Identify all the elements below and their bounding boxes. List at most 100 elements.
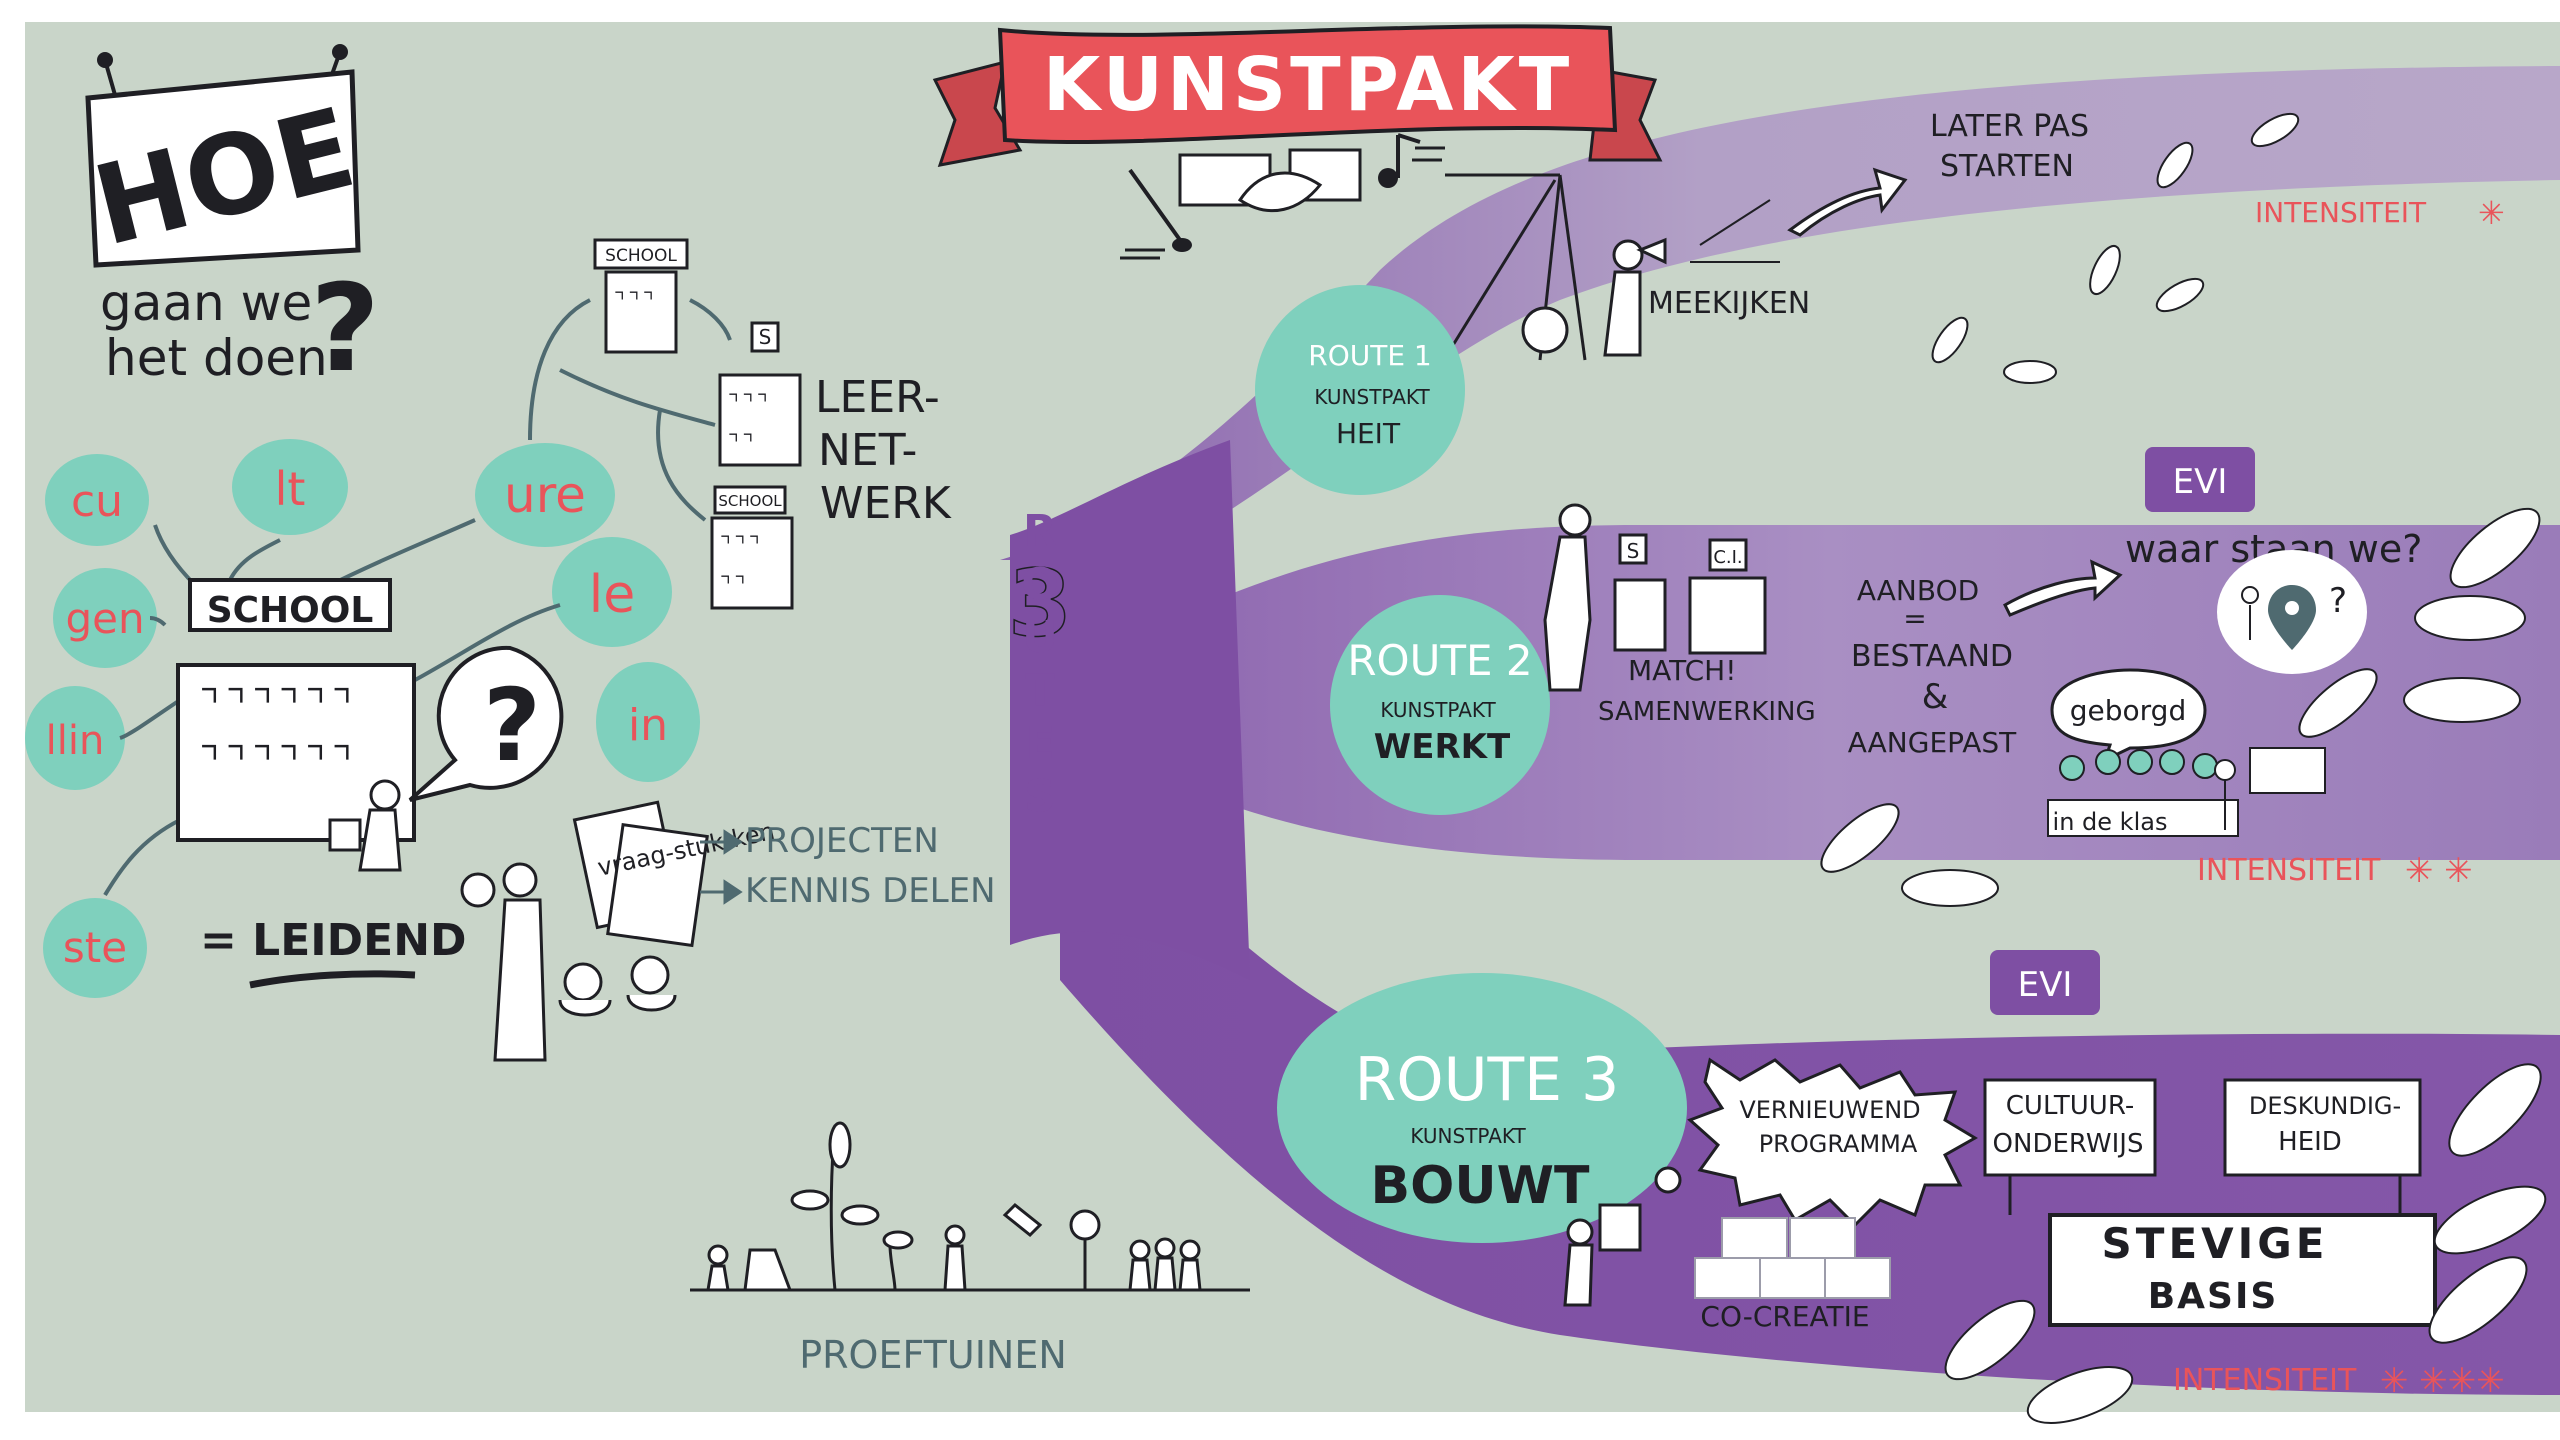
route-3-stevige-1: STEVIGE [2102,1219,2329,1268]
banner-title: KUNSTPAKT [1043,42,1573,128]
speech-bubble-question: ? [483,667,541,784]
route-3-vern-2: PROGRAMMA [1759,1130,1918,1158]
route-1-later-2: STARTEN [1940,149,2074,184]
route-3-stevige-2: BASIS [2148,1276,2279,1317]
intro-question-mark: ? [310,260,380,399]
school-label: SCHOOL [207,590,374,631]
location-pin-icon: ? [2217,550,2367,674]
routes-trunk [1010,440,1250,980]
route-2-aanbod: AANBOD [1857,574,1979,607]
network-line-2: NET- [818,425,917,476]
proeftuinen-scene [690,1121,1250,1292]
network-line-3: WERK [820,478,952,529]
footprints-route-2 [1820,507,2541,907]
route-3-cult-1: CULTUUR- [2006,1091,2134,1121]
network-line-1: LEER- [815,372,940,423]
route-3-intensity: INTENSITEIT [2173,1363,2357,1398]
route-3-circle: ROUTE 3 KUNSTPAKT BOUWT [1277,973,1687,1243]
leidend-underline [249,970,416,989]
route-3-evi: EVI [2018,965,2073,1005]
route-2-figures [1543,503,1767,692]
route-3-evi-badge: EVI [1990,950,2100,1015]
route-3-desk-2: HEID [2278,1127,2342,1157]
people-with-papers [460,800,709,1062]
network-school-label: SCHOOL [605,246,677,266]
route-3-vern-1: VERNIEUWEND [1739,1096,1920,1124]
fragment-text: ure [504,466,586,524]
pin-question: ? [2329,581,2347,621]
fragment-text: le [589,565,635,625]
network-windows: ⌝⌝⌝ [612,286,655,314]
question-speech-bubble: ? [408,645,564,802]
kennis-delen-label: KENNIS DELEN [745,871,996,911]
network-school2-label: SCHOOL [718,492,782,510]
routes-vertical-label: 3 ROUTES [1007,506,1073,824]
route-2-title: ROUTE 2 [1347,636,1532,685]
network-s-label: S [759,325,772,349]
route-2-ci-sign: C.I. [1713,547,1742,568]
route-2-s-sign: S [1627,539,1640,563]
fragment-bubble: gen [53,568,157,668]
route-1-stars: ✳ [2478,194,2505,232]
fragment-bubble: le [552,537,672,647]
route-1-arrow [1690,167,1908,263]
route-1-tower [1445,173,1587,361]
fragment-text: llin [46,718,105,764]
footprints-route-3 [1944,1063,2547,1424]
fragment-text: cu [71,476,123,527]
stevige-basis-sign: STEVIGE BASIS [2048,1213,2437,1327]
deskundigheid-sign: DESKUNDIG- HEID [2223,1078,2422,1215]
cultuuronderwijs-sign: CULTUUR- ONDERWIJS [1983,1078,2157,1215]
route-2-aangepast: AANGEPAST [1848,726,2017,759]
route-1-sub: KUNSTPAKT [1314,385,1430,409]
route-2-arrow [2003,559,2123,617]
fragment-bubble: lt [232,439,348,535]
network-windows: ⌝⌝⌝ [726,388,769,416]
fragment-text: gen [65,594,144,643]
network-windows: ⌝⌝⌝ [718,530,761,558]
route-3-verb: BOUWT [1371,1156,1590,1216]
music-note-icon [1378,133,1445,188]
route-2-geborgd: geborgd [2070,694,2186,727]
route-1-intensity: INTENSITEIT [2255,196,2427,229]
handshake-icon [1120,148,1362,260]
footprints-route-1 [1931,112,2300,384]
fragment-bubble: ste [43,898,147,998]
school-building: SCHOOL ⌝⌝⌝⌝⌝⌝ ⌝⌝⌝⌝⌝⌝ [176,578,416,842]
route-2-samenwerking: SAMENWERKING [1598,697,1816,727]
route-3-desk-1: DESKUNDIG- [2249,1092,2401,1120]
route-2-bestaand: BESTAAND [1851,639,2013,674]
route-2-verb: WERKT [1374,727,1511,767]
route-3-cocreatie: CO-CREATIE [1700,1300,1869,1333]
route-1-title: ROUTE 1 [1308,339,1432,372]
network-windows: ⌝⌝ [718,570,747,598]
route-1-watcher [1603,237,1667,357]
route-2-sub: KUNSTPAKT [1380,698,1496,722]
leidend-label: = LEIDEND [200,915,467,966]
route-1-later-1: LATER PAS [1930,109,2089,144]
route-3-stars: ✳ ✳✳✳ [2380,1361,2505,1401]
route-1-path [1000,66,2560,560]
route-2-equals: = [1903,602,1926,635]
intro-line-2: het doen [105,329,328,387]
route-3-cult-2: ONDERWIJS [1993,1129,2144,1159]
hoe-sign: HOE [82,44,366,271]
route-2-intensity: INTENSITEIT [2197,853,2381,888]
intro-line-1: gaan we [100,274,312,332]
route-2-stars: ✳ ✳ [2405,851,2473,891]
culture-fragments: cu lt ure gen le llin in ste [25,439,700,998]
school-windows-row-2: ⌝⌝⌝⌝⌝⌝ [196,735,355,786]
person-figure [328,779,402,872]
fragment-text: ste [63,923,127,972]
route-2-in-de-klas: in de klas [2053,808,2168,836]
classroom-scene [2047,747,2326,837]
fragment-bubble: llin [25,686,125,790]
projecten-arrow [700,829,743,905]
co-creatie-figures [1563,1166,1682,1307]
route-2-circle: ROUTE 2 KUNSTPAKT WERKT [1330,595,1550,815]
route-2-amp: & [1922,677,1949,717]
fragment-bubble: cu [45,454,149,546]
route-3-sub: KUNSTPAKT [1410,1124,1526,1148]
fragment-bubble: ure [475,443,615,547]
